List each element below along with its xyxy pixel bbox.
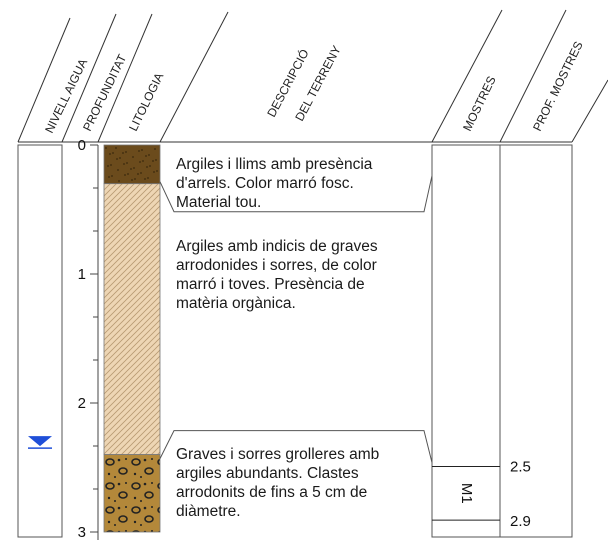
soil-speckle	[123, 163, 125, 165]
column-headers: NIVELL AIGUA PROFUNDITAT LITOLOGIA DESCR…	[42, 39, 586, 135]
layer-description-3: Graves i sorres grolleres amb argiles ab…	[176, 446, 380, 520]
soil-speckle	[115, 147, 117, 149]
soil-speckle	[142, 160, 144, 162]
soil-speckle	[131, 179, 133, 181]
depth-tick-label-0: 0	[78, 137, 86, 154]
sample-bottom-depth-label: 2.9	[510, 513, 531, 530]
soil-speckle	[130, 168, 132, 170]
callout-frame-3	[159, 430, 433, 463]
soil-speckle	[140, 172, 142, 174]
soil-speckle	[146, 166, 148, 168]
lithology-column	[103, 144, 161, 533]
soil-speckle	[126, 162, 128, 164]
soil-speckle	[119, 157, 121, 159]
soil-speckle	[127, 173, 129, 175]
sample-id-label: M1	[458, 483, 475, 504]
soil-speckle	[112, 152, 114, 154]
soil-speckle	[155, 159, 157, 161]
soil-speckle	[117, 169, 119, 171]
lithology-layer-3	[103, 454, 161, 533]
soil-speckle	[122, 152, 124, 154]
soil-speckle	[107, 165, 109, 167]
soil-speckle	[137, 173, 139, 175]
soil-speckle	[145, 155, 147, 157]
soil-speckle	[110, 164, 112, 166]
header-prof-mostres: PROF. MOSTRES	[530, 39, 586, 133]
soil-speckle	[118, 180, 120, 182]
soil-speckle	[124, 174, 126, 176]
lithology-layer-2	[103, 183, 161, 455]
header-mostres: MOSTRES	[460, 74, 499, 133]
soil-speckle	[125, 151, 127, 153]
soil-speckle	[132, 156, 134, 158]
description-frames	[159, 175, 433, 463]
soil-speckle	[153, 171, 155, 173]
layer-description-2: Argiles amb indicis de graves arrodonide…	[176, 238, 378, 312]
soil-speckle	[147, 177, 149, 179]
callout-frame-1	[159, 175, 433, 213]
water-level-column	[17, 144, 63, 538]
soil-speckle	[149, 165, 151, 167]
soil-speckle	[138, 150, 140, 152]
soil-speckle	[156, 170, 158, 172]
soil-speckle	[141, 149, 143, 151]
soil-speckle	[109, 153, 111, 155]
soil-speckle	[111, 175, 113, 177]
soil-speckle	[105, 147, 107, 149]
soil-speckle	[154, 148, 156, 150]
soil-speckle	[139, 161, 141, 163]
water-level-marker	[28, 436, 52, 449]
depth-tick-label-3: 3	[78, 524, 86, 540]
layer-description-1: Argiles i llims amb presència d'arrels. …	[176, 156, 373, 211]
soil-speckle	[148, 154, 150, 156]
soil-speckle	[108, 176, 110, 178]
depth-tick-label-2: 2	[78, 395, 86, 412]
sample-depth-column	[499, 144, 573, 538]
samples-column	[431, 144, 501, 538]
water-level-triangle-icon	[28, 436, 52, 447]
soil-speckle	[116, 158, 118, 160]
samples-layer: M1 2.5 2.9	[432, 459, 531, 530]
header-lines	[17, 9, 608, 143]
soil-speckle	[144, 178, 146, 180]
header-litologia: LITOLOGIA	[126, 70, 166, 133]
depth-tick-label-1: 1	[78, 266, 86, 283]
depth-axis-ticks: 0 1 2 3	[78, 137, 98, 540]
soil-speckle	[133, 167, 135, 169]
sample-top-depth-label: 2.5	[510, 459, 531, 476]
soil-speckle	[134, 178, 136, 180]
lithology-layer-1	[103, 144, 161, 185]
soil-speckle	[152, 160, 154, 162]
